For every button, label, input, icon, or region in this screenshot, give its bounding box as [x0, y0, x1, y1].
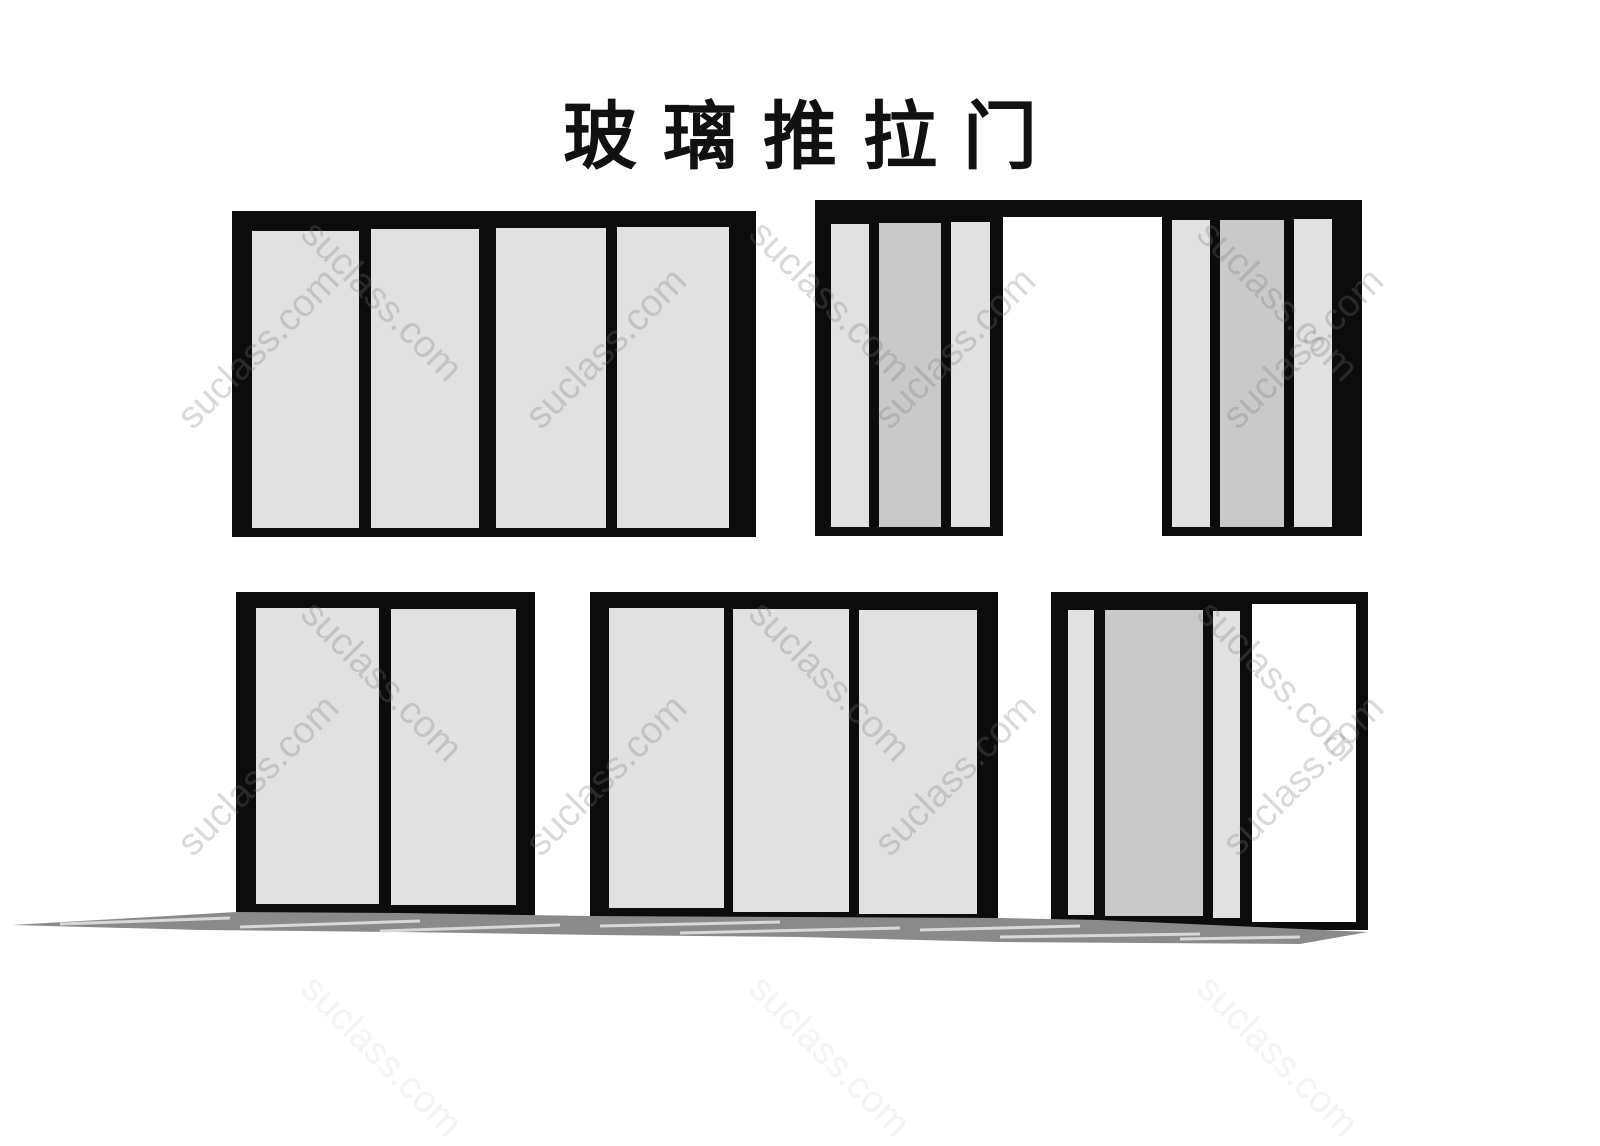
door-opening	[1252, 604, 1356, 922]
glass-panel-tinted	[1220, 220, 1284, 527]
watermark: suclass.com	[292, 967, 471, 1146]
door-four-panel	[232, 211, 756, 537]
glass-panel	[733, 609, 849, 912]
glass-panel	[1068, 610, 1094, 915]
glass-panel	[859, 610, 977, 914]
glass-panel	[371, 229, 479, 528]
glass-panel-tinted	[1105, 610, 1203, 916]
door-opening	[1003, 217, 1162, 536]
glass-panel	[256, 608, 379, 904]
page-title: 玻璃推拉门	[563, 94, 1063, 180]
door-six-panel-center-open	[815, 200, 1362, 536]
glass-panel-tinted	[879, 223, 941, 527]
glass-panel	[609, 608, 724, 908]
glass-panel	[391, 609, 516, 905]
door-three-panel	[590, 592, 998, 924]
glass-panel	[252, 231, 359, 528]
watermark: suclass.com	[740, 967, 919, 1146]
glass-panel	[1172, 220, 1210, 527]
door-two-panel	[236, 592, 535, 917]
glass-panel	[831, 224, 869, 527]
door-three-panel-side-open	[1051, 592, 1368, 930]
glass-panel	[1294, 219, 1332, 527]
glass-panel	[496, 228, 606, 528]
glass-panel	[1213, 611, 1240, 918]
glass-panel	[951, 222, 990, 527]
glass-panel	[617, 227, 729, 528]
watermark: suclass.com	[1188, 967, 1367, 1146]
